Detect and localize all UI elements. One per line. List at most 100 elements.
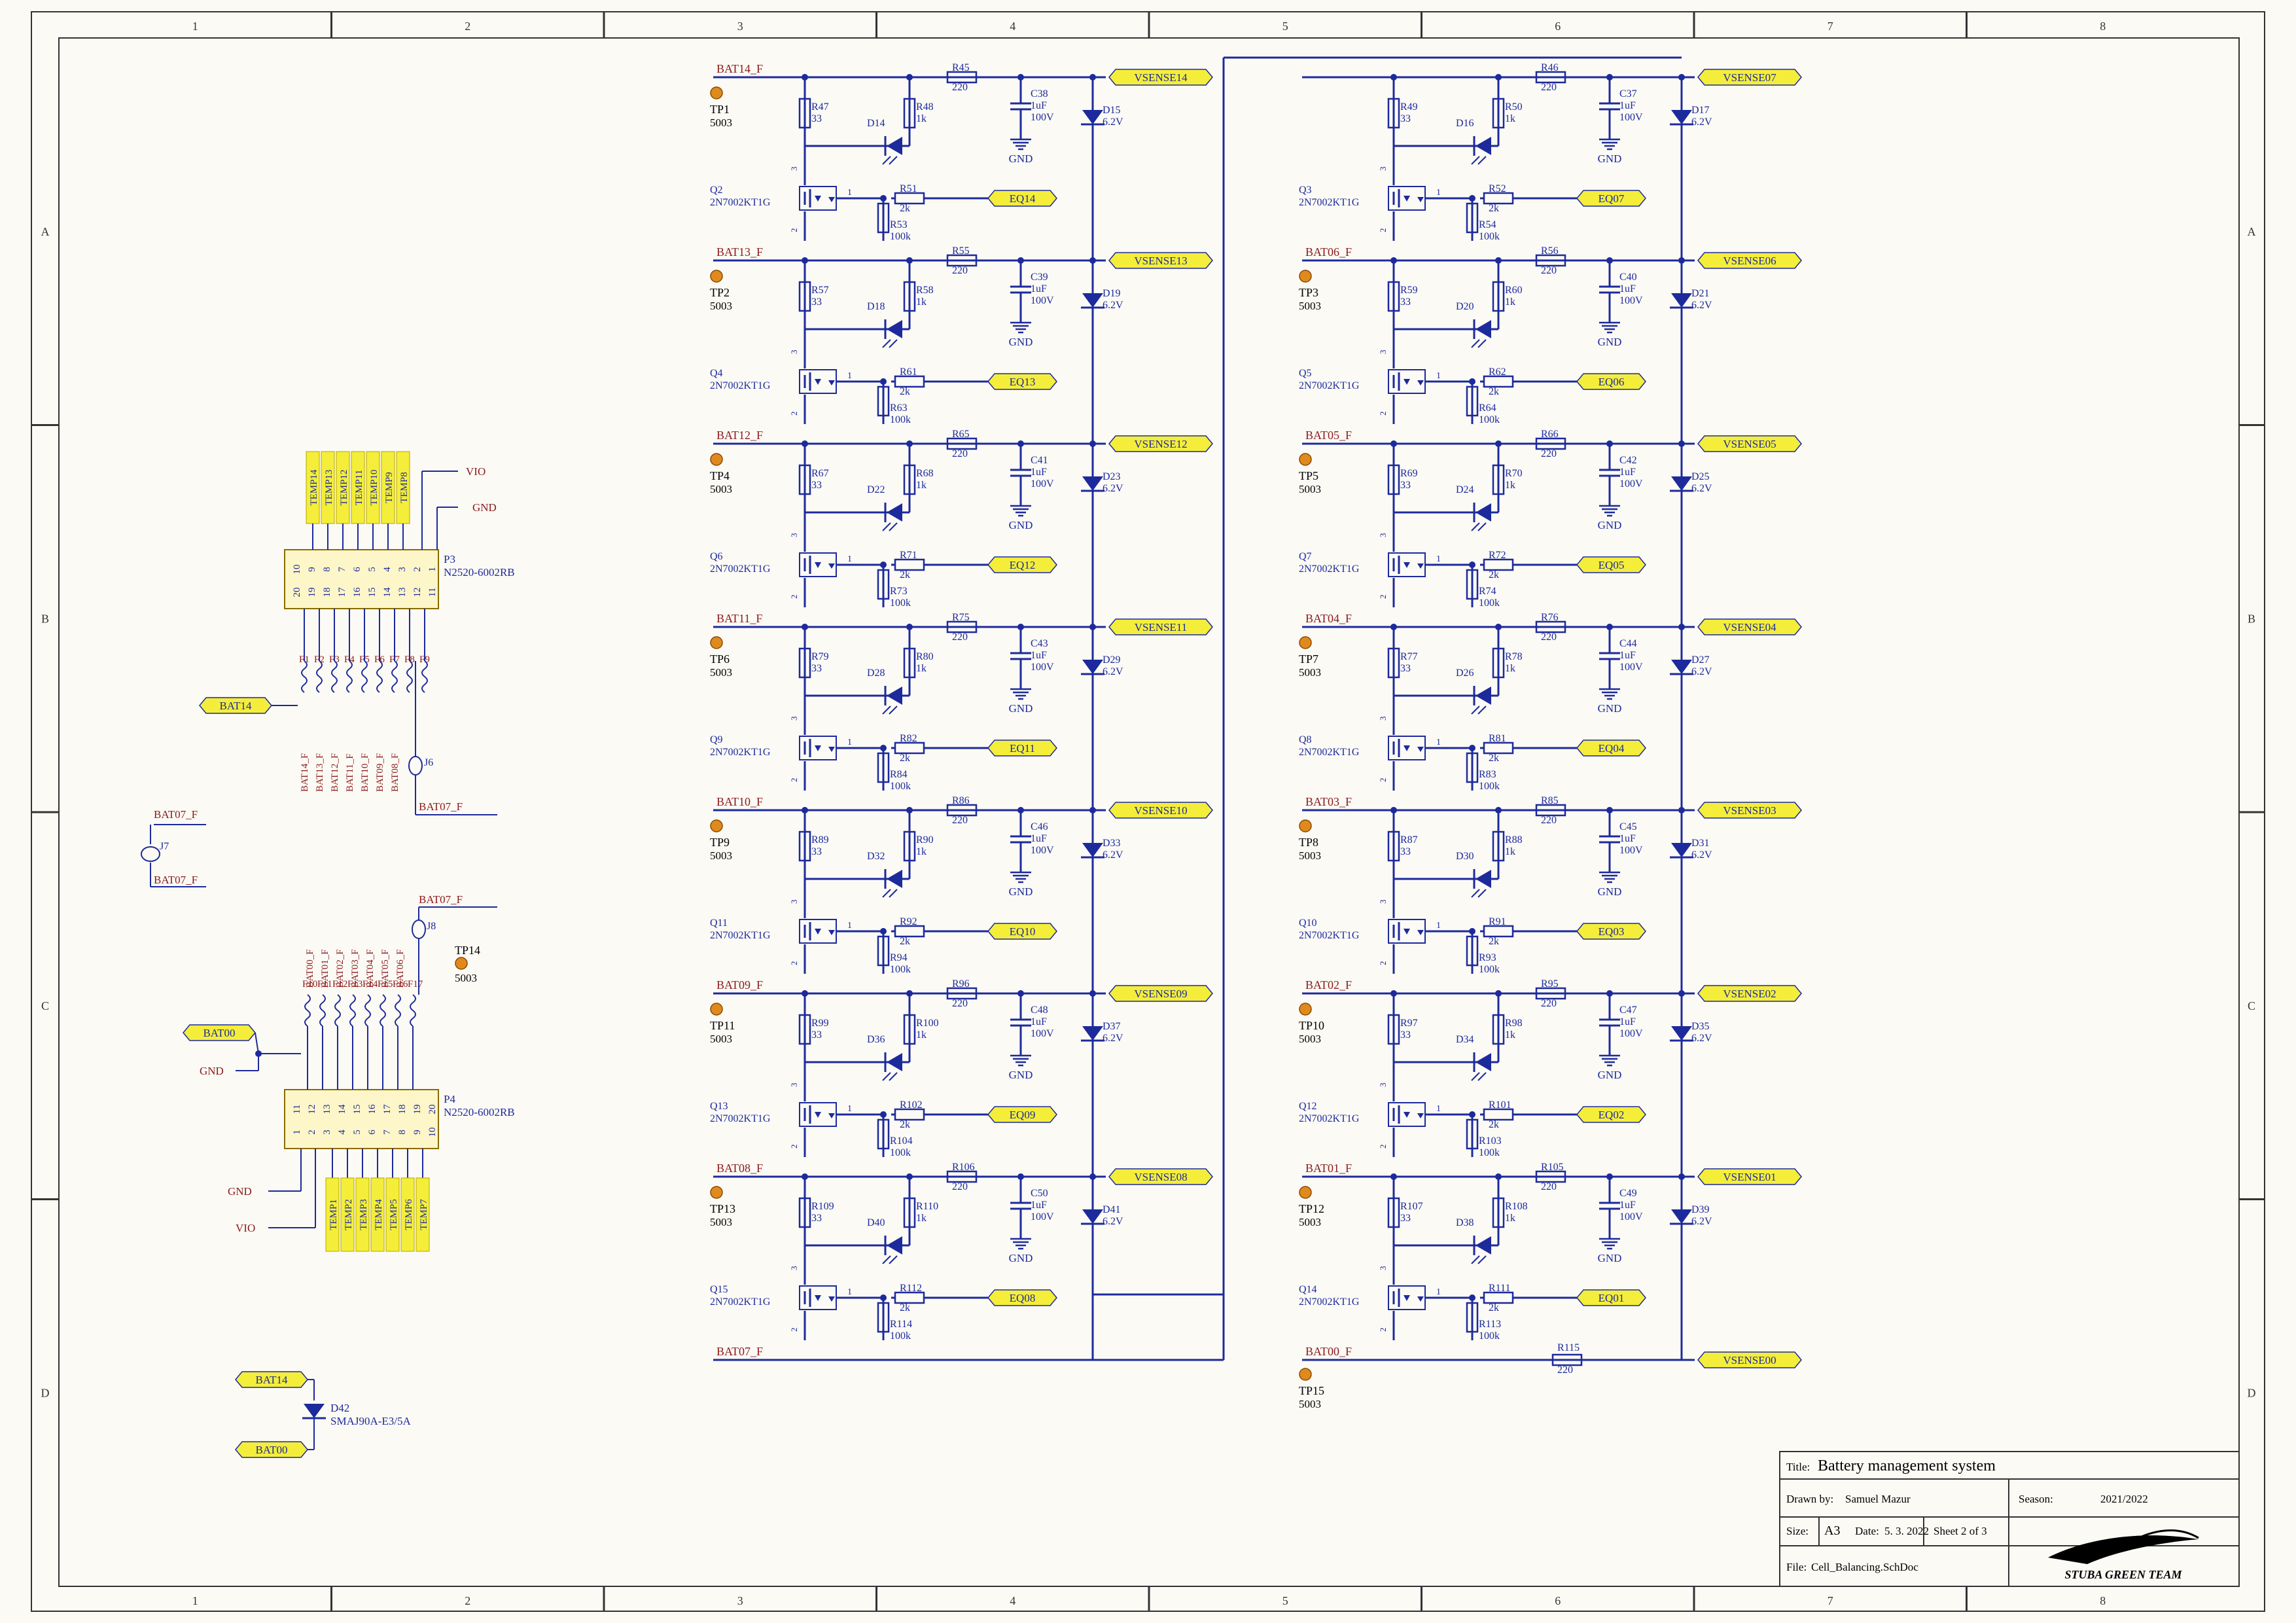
eq-flag-text: EQ11 <box>1010 742 1035 755</box>
pin-number: 3 <box>1378 717 1388 721</box>
mosfet-ref: Q4 <box>710 368 723 379</box>
resistor-value: 220 <box>952 82 968 93</box>
vsense-flag-text: VSENSE07 <box>1723 71 1776 84</box>
pin-number: 2 <box>789 412 799 416</box>
junction-dot <box>1017 257 1024 264</box>
testpoint-ref: TP6 <box>710 652 730 666</box>
resistor-value: 2k <box>1489 1119 1499 1130</box>
grid-col-label: 1 <box>192 20 198 33</box>
resistor-value: 33 <box>1400 846 1411 857</box>
mosfet-part: 2N7002KT1G <box>710 197 771 208</box>
mosfet-part: 2N7002KT1G <box>710 930 771 941</box>
bat-net-label: BAT07_F <box>716 1345 763 1358</box>
testpoint <box>455 957 468 970</box>
pin-number: 3 <box>1378 350 1388 355</box>
capacitor-ref: C41 <box>1031 455 1048 466</box>
vsense-flag-text: VSENSE01 <box>1723 1171 1776 1183</box>
led <box>887 320 902 338</box>
resistor-value: 1k <box>916 480 927 491</box>
junction-dot <box>906 440 913 447</box>
fuse-ref: F1 <box>299 654 309 665</box>
temp-flag <box>325 1177 340 1252</box>
junction-dot <box>1606 624 1613 630</box>
zener-value: 6.2V <box>1103 116 1123 128</box>
vsense-flag <box>1697 435 1802 452</box>
resistor-ref: R94 <box>890 952 908 963</box>
fuse-ref: F5 <box>359 654 370 665</box>
temp-flag <box>340 1177 355 1252</box>
junction-dot <box>1017 624 1024 630</box>
pin-number: 1 <box>1436 921 1441 931</box>
led-arrow <box>1477 156 1487 165</box>
zener-ref: D41 <box>1103 1204 1121 1215</box>
resistor-value: 2k <box>1489 203 1499 214</box>
testpoint-ref: TP14 <box>455 944 480 957</box>
connector-p4-body <box>284 1089 439 1149</box>
bat-net-label: BAT02_F <box>1305 978 1352 991</box>
capacitor-value: 1uF <box>1619 1016 1636 1027</box>
fuse <box>319 994 326 1027</box>
testpoint-value: 5003 <box>710 1033 732 1045</box>
resistor-value: 220 <box>1541 265 1557 276</box>
pin-number: 10 <box>427 1128 438 1137</box>
resistor-value: 2k <box>900 936 910 947</box>
eq-flag <box>987 923 1057 940</box>
capacitor-value: 1uF <box>1619 100 1636 111</box>
capacitor-ref: C43 <box>1031 638 1048 649</box>
testpoint-value: 5003 <box>1299 1398 1321 1410</box>
resistor-ref: R78 <box>1505 651 1523 662</box>
resistor-value: 2k <box>900 569 910 580</box>
eq-flag-text: EQ09 <box>1010 1109 1036 1121</box>
pin-number: 1 <box>847 554 852 564</box>
pin-number: 2 <box>1378 778 1388 783</box>
fuse-ref: F17 <box>408 979 423 990</box>
jumper-ref: J7 <box>160 841 169 852</box>
eq-flag-text: EQ06 <box>1598 376 1625 388</box>
led-resistor <box>903 464 916 495</box>
capacitor-value: 1uF <box>1619 283 1636 294</box>
mosfet-part: 2N7002KT1G <box>710 747 771 758</box>
led-resistor <box>903 98 916 129</box>
pin-number: 1 <box>847 188 852 198</box>
tvs-diode <box>304 1404 325 1418</box>
resistor-ref: R69 <box>1400 468 1418 479</box>
tvs-ref: D42 <box>330 1402 349 1414</box>
resistor-value: 2k <box>1489 753 1499 764</box>
capacitor-value: 1uF <box>1619 1200 1636 1211</box>
grid-col-label: 3 <box>737 1594 743 1607</box>
resistor-ref: R112 <box>900 1283 922 1294</box>
resistor-ref: R103 <box>1479 1135 1502 1147</box>
eq-flag-text: EQ01 <box>1598 1292 1625 1304</box>
zener-value: 6.2V <box>1691 666 1712 677</box>
bat-net-label: BAT12_F <box>330 753 340 792</box>
testpoint-value: 5003 <box>1299 1033 1321 1045</box>
testpoint <box>1299 819 1312 832</box>
pin-number: 3 <box>1378 900 1388 904</box>
resistor <box>1387 647 1400 679</box>
capacitor-value: 1uF <box>1031 650 1047 661</box>
resistor-ref: R86 <box>952 795 970 806</box>
led-arrow <box>1477 889 1487 898</box>
capacitor-voltage: 100V <box>1031 295 1054 306</box>
testpoint-ref: TP5 <box>1299 469 1318 482</box>
resistor-ref: R74 <box>1479 586 1496 597</box>
mosfet-ref: Q12 <box>1299 1101 1317 1112</box>
resistor-value: 1k <box>916 113 927 124</box>
eq-flag-text: EQ04 <box>1598 742 1625 755</box>
led-ref: D32 <box>867 851 885 862</box>
vsense-flag <box>1108 802 1213 819</box>
led-resistor <box>903 281 916 312</box>
led-arrow <box>882 1255 891 1264</box>
testpoint-value: 5003 <box>710 666 732 679</box>
resistor-ref: R89 <box>811 834 829 846</box>
resistor-ref: R79 <box>811 651 829 662</box>
bat-net-label: BAT07_F <box>419 800 463 813</box>
led-resistor <box>1492 647 1505 679</box>
resistor-value: 1k <box>916 846 927 857</box>
temp-flag-text: TEMP4 <box>374 1199 384 1230</box>
pin-number: 20 <box>427 1105 438 1115</box>
resistor-value: 220 <box>1541 815 1557 826</box>
vio-label: VIO <box>466 465 486 478</box>
pin-number: 7 <box>382 1130 393 1135</box>
mosfet-part: 2N7002KT1G <box>1299 1296 1360 1308</box>
